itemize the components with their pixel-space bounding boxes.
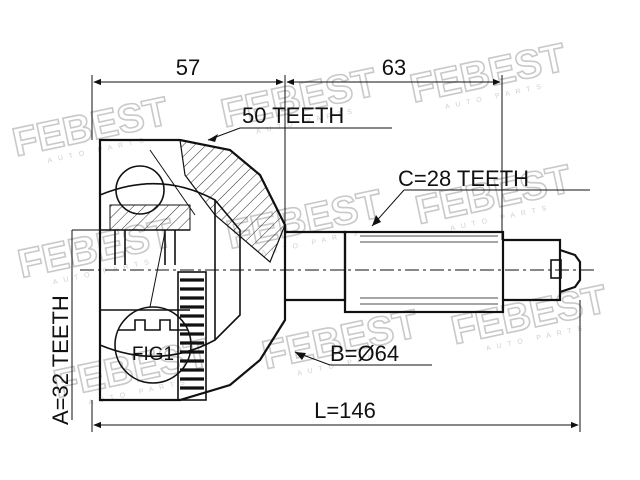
callout-50-teeth: 50 TEETH bbox=[207, 103, 392, 142]
abs-tone-ring bbox=[177, 271, 207, 401]
label-c-28-teeth: C=28 TEETH bbox=[398, 166, 529, 191]
output-shaft bbox=[285, 230, 582, 314]
dimension-label-63: 63 bbox=[382, 55, 406, 80]
fig1-label: FIG1 bbox=[132, 344, 174, 365]
dimension-57: 57 bbox=[93, 55, 284, 86]
fig1-detail: FIG1 bbox=[114, 231, 192, 384]
callout-a-32-teeth: A=32 TEETH bbox=[48, 229, 100, 425]
callout-b-diameter: B=Ø64 bbox=[294, 341, 432, 366]
extension-lines bbox=[91, 75, 581, 432]
dimension-total-length: L=146 bbox=[93, 398, 579, 429]
dimension-label-total: L=146 bbox=[314, 398, 376, 423]
label-b-diameter: B=Ø64 bbox=[330, 341, 399, 366]
spline-lines bbox=[360, 235, 498, 305]
label-a-32-teeth: A=32 TEETH bbox=[48, 295, 73, 425]
watermark-layer: FEBEST AUTO PARTS FEBEST AUTO PARTS FEBE… bbox=[8, 35, 612, 408]
callout-c-28-teeth: C=28 TEETH bbox=[371, 166, 590, 227]
dimension-63: 63 bbox=[286, 55, 501, 86]
dimension-label-57: 57 bbox=[176, 55, 200, 80]
label-50-teeth: 50 TEETH bbox=[242, 103, 344, 128]
outer-housing bbox=[98, 138, 287, 402]
